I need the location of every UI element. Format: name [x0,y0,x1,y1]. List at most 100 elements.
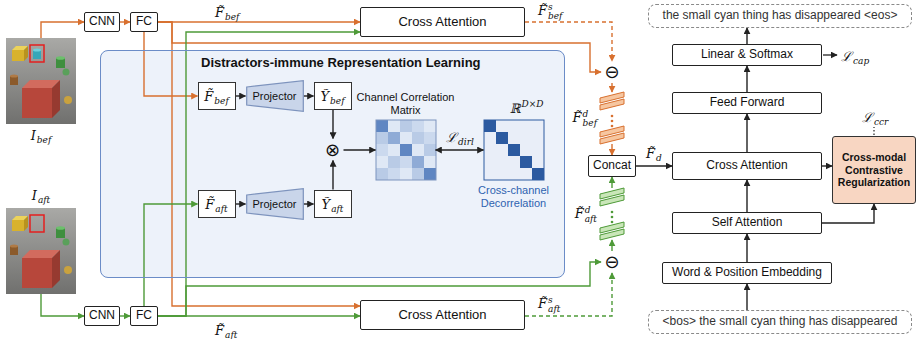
matrix-cell [388,132,400,144]
image-caption: Iaft [6,186,76,205]
subscript: cap [853,56,869,66]
text-holder: Ỹbef [320,86,344,105]
ellipsis-dot [611,120,614,123]
superscript: d [583,110,597,119]
operator-glyph: ⊖ [604,61,619,82]
math-symbol: F̃ [205,196,214,211]
matrix-cell [496,132,508,144]
matrix-cell [508,144,520,156]
feature-label: F̃bef [204,89,228,105]
feature-stack [600,92,624,144]
bar-heading: F̃daft [575,204,597,224]
scene-object [12,50,24,61]
subscript: aft [215,203,227,213]
math-symbol: I [32,188,37,203]
formula: F̃aft [215,324,237,339]
script-stack: daft [585,206,597,224]
highlight-box [30,45,44,62]
panel-title-text: Distractors-immune Representation Learni… [201,55,481,70]
matrix-label: Cross-channel Decorrelation [478,184,549,209]
box-label: Linear & Softmax [701,47,793,61]
connector-arrow [611,177,612,188]
matrix-border [484,120,544,180]
connector-arrow [120,21,130,22]
text-holder: Projector [252,197,296,210]
connector-arrow [822,204,874,223]
text-holder: Cross-modal Contrastive Regularization [836,151,912,189]
space-label: ℝD×D [510,100,544,115]
matrix-cell [424,120,436,132]
math-label: F̃sbef [538,1,562,21]
text-holder: Word & Position Embedding [672,266,822,280]
scene-object [24,216,28,231]
feature-label: Ỹaft [322,197,344,213]
math-symbol: F̃ [215,323,224,338]
ellipsis-dot [611,125,614,128]
matrix-cell [376,132,388,144]
math-symbol: F̃ [204,88,213,103]
math-symbol: Ỹ [322,196,331,211]
text-holder: Projector [252,89,296,102]
text-holder: Self Attention [712,216,783,230]
highlight-box [30,215,44,232]
box-label: FC [136,14,152,28]
matrix-cell [376,156,388,168]
scene-object [22,258,52,288]
box-label: Cross-modal Contrastive Regularization [838,151,910,188]
text-holder: F̃bef [204,86,228,105]
operator-glyph: ⊗ [325,139,340,160]
input-image: Iaft [6,208,76,294]
connector-arrow [144,32,198,96]
connector-arrow [746,28,747,44]
text-holder: Concat [593,159,631,173]
connector-arrow [822,165,832,166]
math-symbol: ℒ [446,130,457,145]
attention-block: Cross Attention [360,7,525,37]
superscript: d [585,206,597,215]
feature-stack [600,188,624,240]
scene-object [52,80,60,118]
formula: ℒcap [841,50,869,66]
matrix-cell [400,132,412,144]
connector-arrow [158,32,360,316]
text-holder: CNN [89,309,115,323]
projector-outline [246,80,303,111]
loss-leader [873,127,874,135]
matrix-cell [412,120,424,132]
caption-box: the small cyan thing has disappeared <eo… [648,4,912,28]
connector-arrow [525,22,612,61]
regularizer-box: Cross-modal Contrastive Regularization [832,136,916,204]
decoder-block: Word & Position Embedding [662,262,832,284]
scene-object [56,226,65,230]
script-stack: dbef [583,110,597,128]
feature-label: F̃dbef [573,110,597,128]
matrix-cell [388,120,400,132]
feature-bar: F̃dbef [600,92,624,144]
scene-object [64,266,72,274]
math-symbol: F̃ [573,110,582,125]
connector-arrow [304,95,314,96]
math-symbol: F̃ [215,5,224,20]
math-symbol: I [31,128,36,143]
formula: ℒccr [862,111,888,127]
scene-image [6,38,76,124]
projector-label: Projector [252,89,296,101]
matrix-cell [484,120,496,132]
scene-object [52,250,60,288]
identity-matrix: ℝD×DCross-channel Decorrelation [484,120,544,180]
matrix-cell [532,168,544,180]
operator-glyph: ⊖ [604,251,619,272]
box-label: the small cyan thing has disappeared <eo… [663,8,898,22]
script-stack: saft [548,296,560,314]
text-holder: <bos> the small cyan thing has disappear… [663,315,898,329]
connector-arrow [304,203,314,204]
image-label: Iaft [32,189,50,205]
text-holder: Cross Attention [398,308,486,323]
box-label: CNN [89,14,115,28]
text-holder: F̃aft [205,194,227,213]
feature-slice [600,229,624,240]
connector-arrow [746,66,747,92]
matrix-cell [412,168,424,180]
loss-leader [823,54,837,55]
subscript: d [656,153,662,163]
